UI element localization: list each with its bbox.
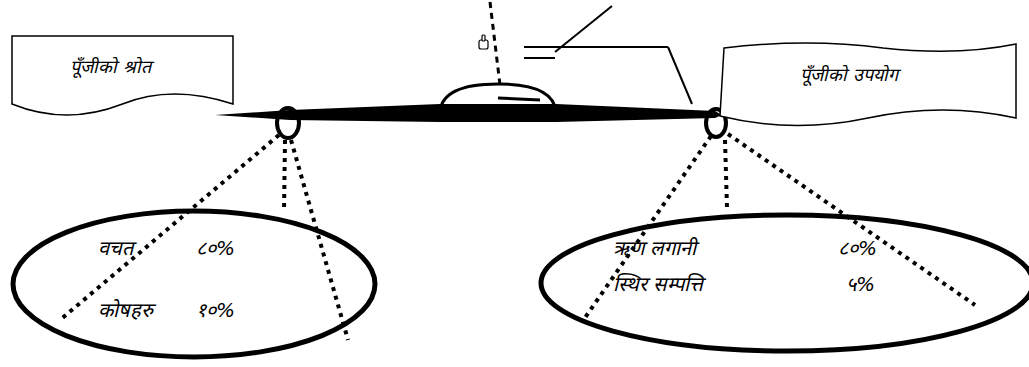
pan-item: ८०%: [196, 236, 235, 260]
pan-item: ८०%: [838, 236, 877, 260]
banner-box: पूँजीको श्रोत: [10, 34, 235, 118]
pan-item: स्थिर सम्पत्ति: [613, 272, 703, 296]
pan-ring: [277, 108, 299, 138]
pan-item: ऋण लगानी: [613, 236, 696, 260]
pan-item: वचत: [98, 236, 133, 260]
pan-ellipse: वचत ८०% कोषहरु १०%: [10, 208, 378, 360]
pointer-lines: [524, 6, 692, 104]
pan-ellipse: ऋण लगानी ८०% स्थिर सम्पत्ति ५%: [538, 212, 1029, 354]
banner-label: पूँजीको उपयोग: [800, 64, 898, 86]
hand-icon: [479, 35, 488, 49]
banner-box: पूँजीको उपयोग: [718, 40, 1018, 128]
hanging-lines: [60, 134, 975, 340]
pan-item: कोषहरु: [98, 298, 153, 322]
pan-item: १०%: [196, 298, 235, 322]
pan-item: ५%: [846, 272, 875, 296]
pan-ellipse: [538, 212, 1029, 354]
pan-ellipse: [10, 208, 378, 360]
dome-mark: [498, 98, 540, 100]
banner-label: पूँजीको श्रोत: [70, 56, 151, 78]
